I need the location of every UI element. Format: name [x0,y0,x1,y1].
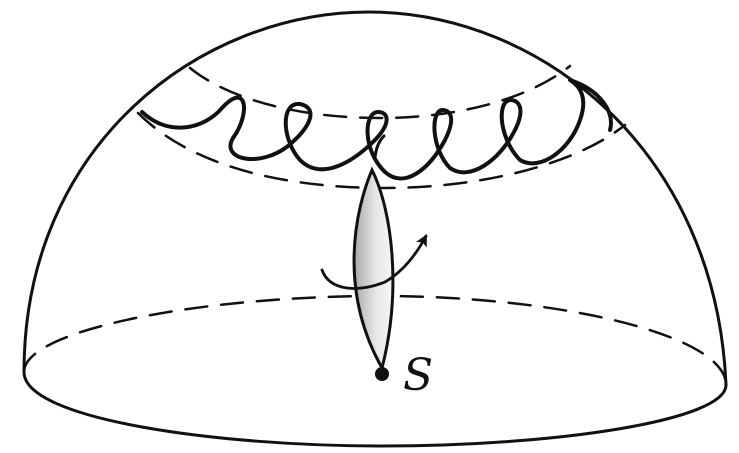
lens-surface [354,170,393,368]
band-lower-dashed [138,113,625,188]
base-ellipse-front [24,372,726,446]
helical-coil [142,80,611,179]
point-s-label: S [403,350,433,401]
point-s-dot [375,367,389,381]
